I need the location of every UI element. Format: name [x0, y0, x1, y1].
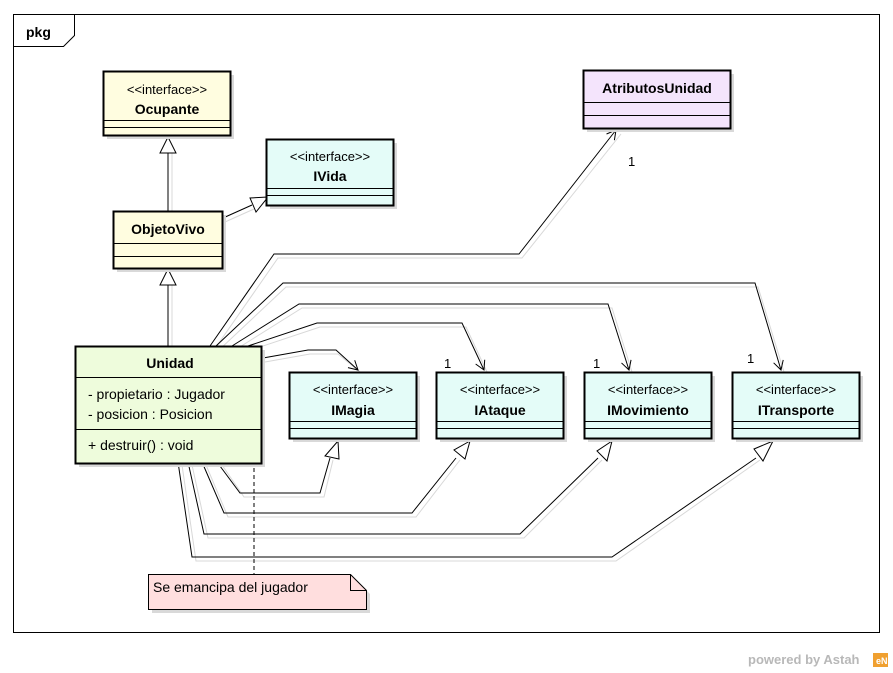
class-imovimiento[interactable]: <<interface>> IMovimiento — [583, 371, 716, 443]
attribute-posicion: - posicion : Posicion — [88, 406, 213, 422]
realization-unidad-imagia — [216, 439, 340, 498]
class-box — [582, 69, 732, 130]
class-ivida[interactable]: <<interface>> IVida — [265, 138, 398, 210]
class-name: ObjetoVivo — [131, 221, 205, 237]
class-name: Unidad — [146, 355, 193, 371]
class-box — [435, 371, 565, 440]
association-unidad-imovimiento — [231, 303, 633, 373]
class-stereotype: <<interface>> — [313, 382, 393, 397]
class-box — [265, 138, 395, 207]
realization-unidad-iataque — [201, 439, 471, 518]
class-atributosunidad[interactable]: AtributosUnidad — [582, 69, 735, 133]
class-name: ITransporte — [758, 402, 834, 418]
class-itransporte[interactable]: <<interface>> ITransporte — [731, 371, 864, 443]
multiplicity-imovimiento: 1 — [593, 356, 600, 371]
class-stereotype: <<interface>> — [460, 382, 540, 397]
class-name: IVida — [313, 168, 346, 184]
note-box — [148, 574, 367, 610]
note-text: Se emancipa del jugador — [153, 579, 308, 595]
class-name: IAtaque — [474, 402, 526, 418]
watermark: powered by Astah — [748, 652, 860, 667]
operation-destruir: + destruir() : void — [88, 437, 193, 453]
multiplicity-itransporte: 1 — [747, 351, 754, 366]
association-unidad-imagia — [262, 349, 361, 373]
package-frame — [13, 14, 880, 633]
realization-objetovivo-ivida — [222, 196, 270, 223]
class-ocupante[interactable]: <<interface>> Ocupante — [102, 70, 235, 140]
class-name: Ocupante — [135, 101, 200, 117]
attribute-propietario: - propietario : Jugador — [88, 386, 225, 402]
realization-unidad-imovimiento — [187, 439, 613, 539]
class-name: IMagia — [331, 402, 375, 418]
multiplicity-atributos: 1 — [628, 154, 635, 169]
class-name: IMovimiento — [607, 402, 689, 418]
generalization-unidad-objetovivo — [159, 267, 177, 346]
class-box — [102, 70, 232, 137]
class-objetovivo[interactable]: ObjetoVivo — [112, 210, 227, 273]
class-name: AtributosUnidad — [602, 80, 712, 96]
association-unidad-atributos — [209, 129, 622, 351]
astah-logo-icon: eN — [873, 653, 888, 667]
association-unidad-itransporte — [215, 282, 785, 373]
class-iataque[interactable]: <<interface>> IAtaque — [435, 371, 568, 443]
class-imagia[interactable]: <<interface>> IMagia — [288, 371, 421, 443]
svg-text:eN: eN — [876, 656, 888, 666]
multiplicity-iataque: 1 — [444, 356, 451, 371]
class-stereotype: <<interface>> — [608, 382, 688, 397]
class-box — [112, 210, 224, 270]
note-emancipa[interactable]: Se emancipa del jugador — [148, 574, 371, 614]
class-box — [288, 371, 418, 440]
generalization-objetovivo-ocupante — [159, 135, 177, 212]
class-box — [583, 371, 713, 440]
realization-unidad-itransporte — [177, 440, 775, 562]
class-stereotype: <<interface>> — [290, 149, 370, 164]
class-stereotype: <<interface>> — [756, 382, 836, 397]
package-tab — [13, 14, 75, 47]
class-unidad[interactable]: Unidad - propietario : Jugador - posicio… — [74, 345, 266, 468]
class-stereotype: <<interface>> — [127, 82, 207, 97]
class-box — [731, 371, 861, 440]
package-label: pkg — [26, 24, 51, 40]
class-box — [74, 345, 263, 465]
association-unidad-iataque — [247, 322, 488, 373]
